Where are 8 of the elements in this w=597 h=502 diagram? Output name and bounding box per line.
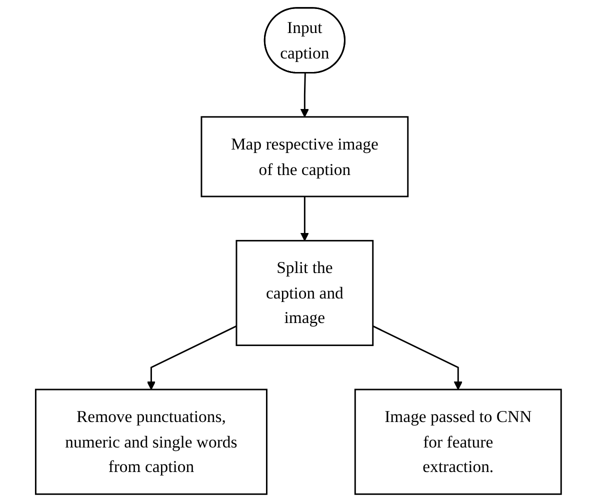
node-box: Split the caption and image (236, 240, 374, 346)
arrow (146, 325, 237, 390)
node-box: Map respective image of the caption (200, 116, 409, 198)
node-box: Image passed to CNN for feature extraction. (354, 388, 562, 495)
arrow (372, 325, 463, 390)
node-box: Remove punctuations, numeric and single words from caption (35, 388, 268, 495)
arrow (300, 73, 310, 118)
arrow (300, 196, 310, 242)
